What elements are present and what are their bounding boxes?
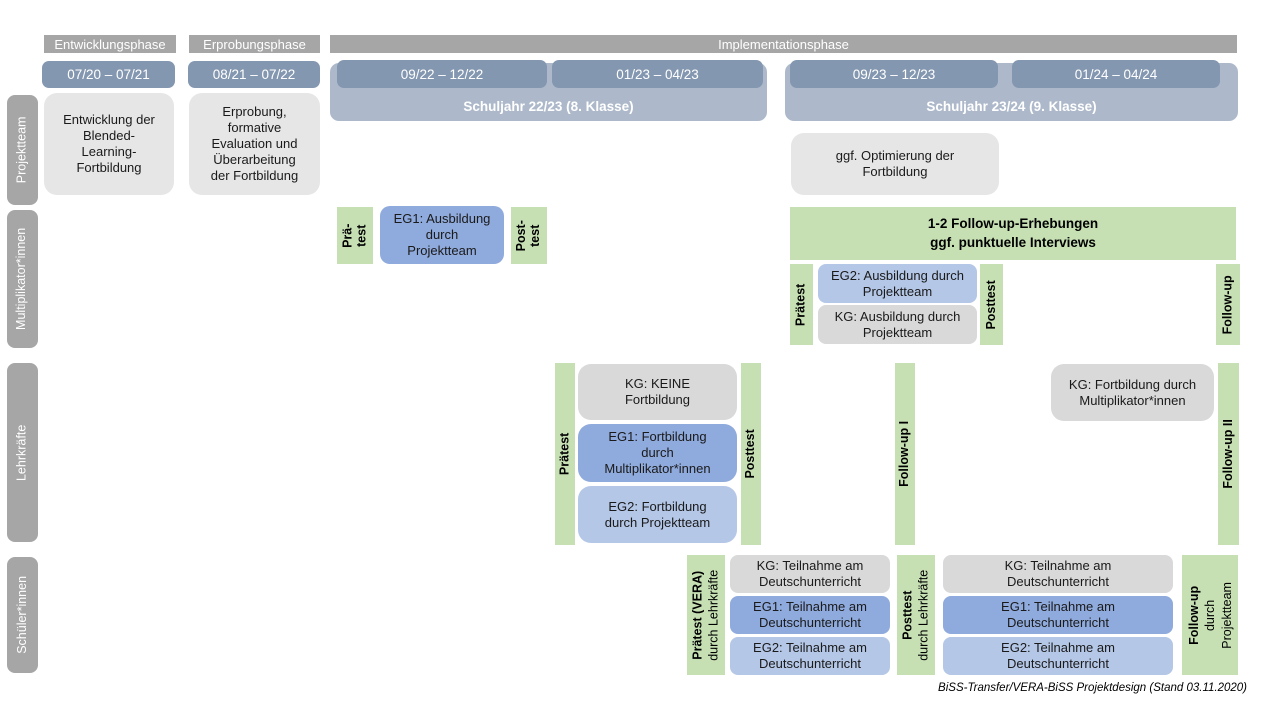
praetest-vera-sub: durch Lehrkräfte (707, 569, 721, 661)
phase-header-entwicklung: Entwicklungsphase (44, 35, 176, 53)
followup-projektteam-label: Follow-up (1186, 585, 1201, 645)
posttest-lehrkraefte-bar: Posttest durch Lehrkräfte (897, 555, 935, 675)
date-bar-0821-0722: 08/21 – 07/22 (188, 61, 320, 88)
praetest-vera-bar: Prätest (VERA) durch Lehrkräfte (687, 555, 725, 675)
posttest-small-text: Post- test (514, 219, 542, 252)
date-bar-0124-0424: 01/24 – 04/24 (1012, 60, 1220, 88)
optimierung-box: ggf. Optimierung der Fortbildung (791, 133, 999, 195)
posttest-bar-multiplikator: Posttest (980, 264, 1003, 345)
praetest-small-bar-multiplikator: Prä- test (337, 207, 373, 264)
schoolyear-label-2223: Schuljahr 22/23 (8. Klasse) (463, 99, 634, 114)
eg1-ausbildung-box: EG1: Ausbildung durch Projektteam (380, 206, 504, 264)
kg-keine-fortbildung-box: KG: KEINE Fortbildung (578, 364, 737, 420)
row-label-schueler: Schüler*innen (7, 557, 38, 673)
schoolyear-label-2324: Schuljahr 23/24 (9. Klasse) (926, 99, 1097, 114)
phase-header-erprobung: Erprobungsphase (189, 35, 320, 53)
date-bar-0123-0423: 01/23 – 04/23 (552, 60, 763, 88)
phase-header-implementation: Implementationsphase (330, 35, 1237, 53)
row-label-schueler-text: Schüler*innen (14, 576, 29, 654)
followup1-bar: Follow-up I (895, 363, 915, 545)
eg1-fortbildung-box: EG1: Fortbildung durch Multiplikator*inn… (578, 424, 737, 482)
eg2-teilnahme-box-2: EG2: Teilnahme am Deutschunterricht (943, 637, 1173, 675)
row-label-multiplikator-text: Multiplikator*innen (14, 227, 29, 331)
followup-projektteam-bar-text: Follow-up durch Projektteam (1186, 582, 1235, 649)
followup-erhebungen-bar: 1-2 Follow-up-Erhebungen ggf. punktuelle… (790, 207, 1236, 260)
kg-fortbildung-multiplikator-box: KG: Fortbildung durch Multiplikator*inne… (1051, 364, 1214, 421)
posttest-bar-lehrkraefte: Posttest (741, 363, 761, 545)
posttest-small-bar-multiplikator: Post- test (511, 207, 547, 264)
kg-teilnahme-box-2: KG: Teilnahme am Deutschunterricht (943, 555, 1173, 593)
posttest-lehrkraefte-label: Posttest (900, 590, 915, 640)
posttest-lehrkraefte-sub: durch Lehrkräfte (917, 569, 931, 661)
praetest-bar-lehrkraefte-text: Prätest (557, 432, 572, 476)
kg-ausbildung-box: KG: Ausbildung durch Projektteam (818, 305, 977, 344)
row-label-lehrkraefte-text: Lehrkräfte (14, 424, 29, 481)
date-bar-0923-1223: 09/23 – 12/23 (790, 60, 998, 88)
praetest-small-text: Prä- test (340, 223, 368, 248)
row-label-lehrkraefte: Lehrkräfte (7, 363, 38, 542)
row-label-projektteam: Projektteam (7, 95, 38, 205)
posttest-bar-multiplikator-text: Posttest (983, 279, 998, 330)
date-bar-0720-0721: 07/20 – 07/21 (42, 61, 175, 88)
kg-teilnahme-box-1: KG: Teilnahme am Deutschunterricht (730, 555, 890, 593)
row-label-multiplikator: Multiplikator*innen (7, 210, 38, 348)
eg1-teilnahme-box-1: EG1: Teilnahme am Deutschunterricht (730, 596, 890, 634)
followup-bar-multiplikator: Follow-up (1216, 264, 1240, 345)
followup-projektteam-bar: Follow-up durch Projektteam (1182, 555, 1238, 675)
eg1-teilnahme-box-2: EG1: Teilnahme am Deutschunterricht (943, 596, 1173, 634)
followup-bar-multiplikator-text: Follow-up (1220, 274, 1235, 335)
erprobung-box: Erprobung, formative Evaluation und Über… (189, 93, 320, 195)
row-label-projektteam-text: Projektteam (14, 116, 29, 184)
eg2-ausbildung-box: EG2: Ausbildung durch Projektteam (818, 264, 977, 303)
praetest-vera-label: Prätest (VERA) (690, 570, 705, 660)
followup1-bar-text: Follow-up I (897, 421, 912, 487)
posttest-bar-lehrkraefte-text: Posttest (743, 429, 758, 479)
followup2-bar-text: Follow-up II (1220, 419, 1235, 489)
followup-projektteam-sub1: durch (1202, 599, 1217, 631)
followup2-bar: Follow-up II (1218, 363, 1239, 545)
followup-projektteam-sub2: Projektteam (1219, 581, 1234, 649)
praetest-bar-multiplikator-text: Prätest (793, 283, 808, 326)
eg2-teilnahme-box-1: EG2: Teilnahme am Deutschunterricht (730, 637, 890, 675)
praetest-vera-bar-text: Prätest (VERA) durch Lehrkräfte (690, 569, 723, 660)
praetest-bar-lehrkraefte: Prätest (555, 363, 575, 545)
posttest-lehrkraefte-bar-text: Posttest durch Lehrkräfte (900, 569, 933, 660)
date-bar-0922-1222: 09/22 – 12/22 (337, 60, 547, 88)
praetest-bar-multiplikator: Prätest (790, 264, 813, 345)
footer-caption: BiSS-Transfer/VERA-BiSS Projektdesign (S… (938, 682, 1247, 694)
entwicklung-box: Entwicklung der Blended- Learning- Fortb… (44, 93, 174, 195)
eg2-fortbildung-box: EG2: Fortbildung durch Projektteam (578, 486, 737, 543)
